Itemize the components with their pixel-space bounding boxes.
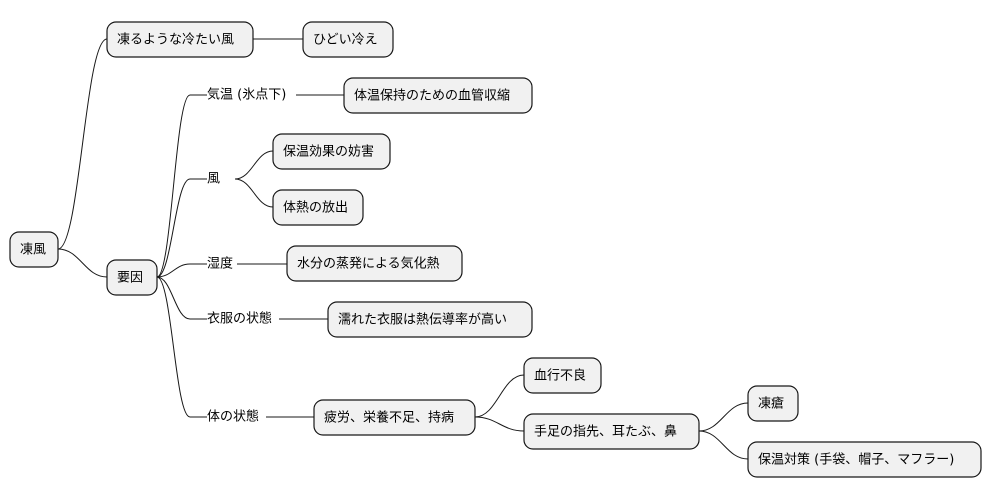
svg-text:体温保持のための血管収縮: 体温保持のための血管収縮 bbox=[354, 88, 510, 104]
node-insulation-blocked: 保温効果の妨害 bbox=[272, 133, 391, 170]
label-clothing-condition: 衣服の状態 bbox=[207, 311, 272, 327]
svg-text:体熱の放出: 体熱の放出 bbox=[283, 201, 348, 216]
svg-text:血行不良: 血行不良 bbox=[534, 368, 586, 384]
node-root-chill: 凍風 bbox=[9, 231, 59, 268]
connector-root-to-factors bbox=[57, 248, 108, 278]
svg-text:保温効果の妨害: 保温効果の妨害 bbox=[283, 144, 374, 160]
connector-factors-to-clothing bbox=[156, 276, 207, 320]
node-severe-chill: ひどい冷え bbox=[302, 21, 394, 58]
connector-wind-to-heat-loss bbox=[234, 178, 274, 208]
svg-text:ひどい冷え: ひどい冷え bbox=[313, 33, 378, 48]
svg-text:手足の指先、耳たぶ、鼻: 手足の指先、耳たぶ、鼻 bbox=[534, 424, 677, 440]
svg-text:体の状態: 体の状態 bbox=[207, 409, 259, 425]
svg-text:疲労、栄養不足、持病: 疲労、栄養不足、持病 bbox=[324, 410, 454, 426]
node-poor-circulation: 血行不良 bbox=[523, 357, 602, 394]
label-humidity: 湿度 bbox=[207, 256, 233, 272]
svg-text:水分の蒸発による気化熱: 水分の蒸発による気化熱 bbox=[297, 256, 440, 272]
connector-fatigue-to-extremities bbox=[474, 416, 525, 432]
connector-extremities-to-measures bbox=[698, 430, 749, 460]
connector-fatigue-to-circulation bbox=[474, 374, 525, 418]
svg-text:凍瘡: 凍瘡 bbox=[758, 396, 784, 412]
node-fatigue-malnutrition-illness: 疲労、栄養不足、持病 bbox=[313, 399, 476, 436]
node-evaporative-cooling: 水分の蒸発による気化熱 bbox=[286, 245, 463, 282]
svg-text:凍風: 凍風 bbox=[20, 242, 46, 258]
svg-text:濡れた衣服は熱伝導率が高い: 濡れた衣服は熱伝導率が高い bbox=[338, 312, 507, 328]
svg-text:保温対策 (手袋、帽子、マフラー): 保温対策 (手袋、帽子、マフラー) bbox=[758, 452, 954, 468]
node-extremities: 手足の指先、耳たぶ、鼻 bbox=[523, 413, 700, 450]
node-factors: 要因 bbox=[106, 259, 158, 296]
connector-factors-to-wind bbox=[156, 178, 207, 278]
connector-wind-to-insulation bbox=[234, 150, 274, 180]
node-warmth-measures: 保温対策 (手袋、帽子、マフラー) bbox=[747, 441, 982, 478]
label-wind: 風 bbox=[207, 172, 220, 187]
node-vasoconstriction: 体温保持のための血管収縮 bbox=[343, 77, 533, 114]
node-freezing-cold-wind: 凍るような冷たい風 bbox=[106, 21, 254, 58]
connector-factors-to-humidity bbox=[156, 263, 207, 278]
svg-text:気温 (氷点下): 気温 (氷点下) bbox=[207, 87, 286, 103]
connector-extremities-to-chilblains bbox=[698, 402, 749, 432]
svg-text:風: 風 bbox=[207, 172, 220, 187]
mindmap-connectors bbox=[57, 38, 749, 460]
svg-text:凍るような冷たい風: 凍るような冷たい風 bbox=[117, 32, 234, 48]
connector-factors-to-temperature bbox=[156, 94, 207, 278]
node-chilblains: 凍瘡 bbox=[747, 385, 799, 422]
svg-text:衣服の状態: 衣服の状態 bbox=[207, 311, 272, 327]
svg-text:要因: 要因 bbox=[117, 271, 143, 286]
connector-factors-to-body bbox=[156, 276, 207, 418]
node-body-heat-loss: 体熱の放出 bbox=[272, 189, 364, 226]
label-temperature: 気温 (氷点下) bbox=[207, 87, 286, 103]
svg-text:湿度: 湿度 bbox=[207, 256, 233, 272]
connector-root-to-cold-wind bbox=[57, 38, 108, 250]
node-wet-clothes-conductivity: 濡れた衣服は熱伝導率が高い bbox=[327, 301, 533, 338]
label-body-condition: 体の状態 bbox=[207, 409, 259, 425]
